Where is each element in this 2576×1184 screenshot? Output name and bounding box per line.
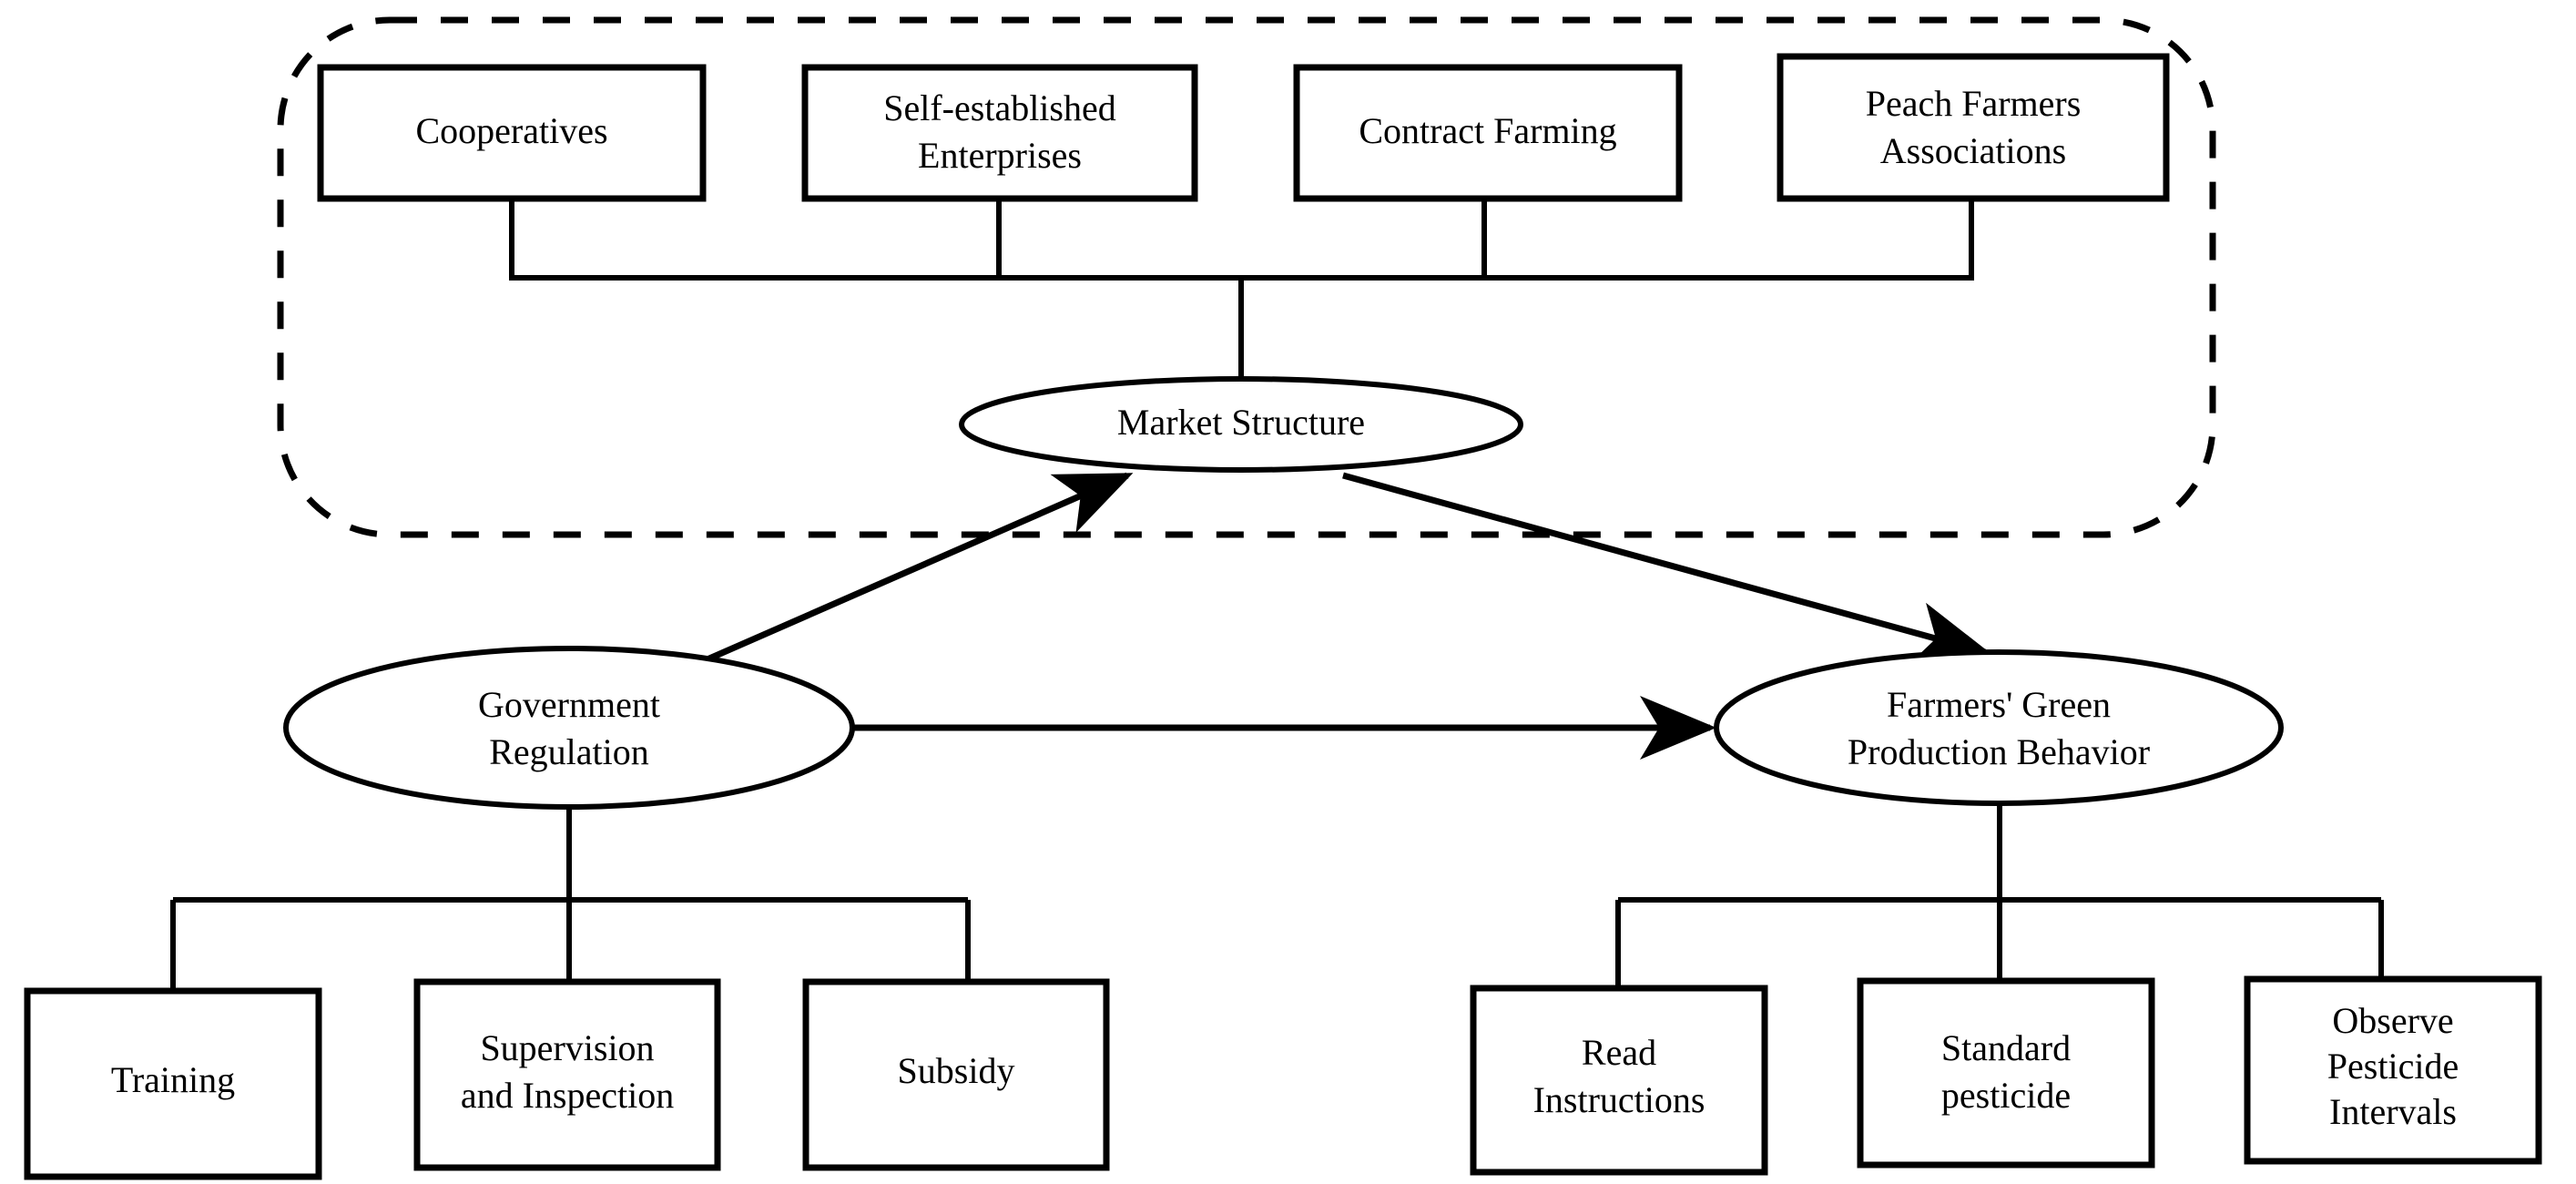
arrow-market-structure-to-farmers-behavior [1342, 472, 1991, 665]
child-box-standard-pesticide-label-line2: pesticide [1941, 1075, 2071, 1116]
top-box-contract-farming-label: Contract Farming [1359, 110, 1616, 151]
child-box-observe-pesticide-intervals-label-line3: Intervals [2329, 1091, 2457, 1132]
ellipse-government-regulation-label-line2: Regulation [489, 731, 649, 772]
child-box-subsidy-label: Subsidy [898, 1050, 1015, 1091]
ellipse-market-structure[interactable]: Market Structure [959, 376, 1523, 473]
ellipse-farmers-green-production-behavior[interactable]: Farmers' Green Production Behavior [1714, 649, 2284, 806]
ellipse-government-regulation-label-line1: Government [478, 684, 660, 725]
child-box-observe-pesticide-intervals-label-line2: Pesticide [2327, 1046, 2459, 1087]
child-box-standard-pesticide-label-line1: Standard [1941, 1027, 2071, 1068]
ellipse-government-regulation[interactable]: Government Regulation [283, 646, 855, 810]
child-box-training[interactable]: Training [24, 987, 322, 1180]
top-box-cooperatives-label: Cooperatives [415, 110, 607, 151]
top-box-self-established-enterprises-label-line1: Self-established [883, 87, 1116, 128]
child-box-read-instructions[interactable]: Read Instructions [1470, 985, 1768, 1176]
government-regulation-connector-bus [170, 807, 971, 991]
top-box-peach-farmers-associations-label-line2: Associations [1880, 130, 2066, 171]
top-box-peach-farmers-associations-label-line1: Peach Farmers [1866, 83, 2082, 124]
top-boxes-connector-bus [509, 199, 1974, 381]
ellipse-farmers-green-production-behavior-label-line2: Production Behavior [1848, 731, 2150, 772]
child-box-standard-pesticide[interactable]: Standard pesticide [1857, 977, 2155, 1169]
ellipse-farmers-green-production-behavior-label-line1: Farmers' Green [1887, 684, 2111, 725]
top-box-self-established-enterprises-label-line2: Enterprises [918, 135, 1082, 176]
child-box-training-label: Training [111, 1059, 235, 1100]
child-box-read-instructions-label-line1: Read [1582, 1032, 1656, 1073]
top-box-peach-farmers-associations[interactable]: Peach Farmers Associations [1777, 53, 2170, 202]
child-box-supervision-and-inspection-label-line1: Supervision [480, 1027, 654, 1068]
child-box-read-instructions-label-line2: Instructions [1533, 1079, 1705, 1120]
market-structure-group-border [277, 16, 2216, 538]
child-box-supervision-and-inspection[interactable]: Supervision and Inspection [413, 978, 721, 1171]
child-box-supervision-and-inspection-label-line2: and Inspection [461, 1075, 674, 1116]
top-box-self-established-enterprises[interactable]: Self-established Enterprises [801, 64, 1198, 202]
child-box-observe-pesticide-intervals[interactable]: Observe Pesticide Intervals [2244, 975, 2542, 1165]
child-box-observe-pesticide-intervals-label-line1: Observe [2332, 1000, 2453, 1041]
farmers-behavior-connector-bus [1615, 803, 2384, 988]
ellipse-market-structure-label: Market Structure [1117, 402, 1365, 443]
top-box-cooperatives[interactable]: Cooperatives [317, 64, 707, 202]
top-box-contract-farming[interactable]: Contract Farming [1293, 64, 1683, 202]
child-box-subsidy[interactable]: Subsidy [802, 978, 1110, 1171]
